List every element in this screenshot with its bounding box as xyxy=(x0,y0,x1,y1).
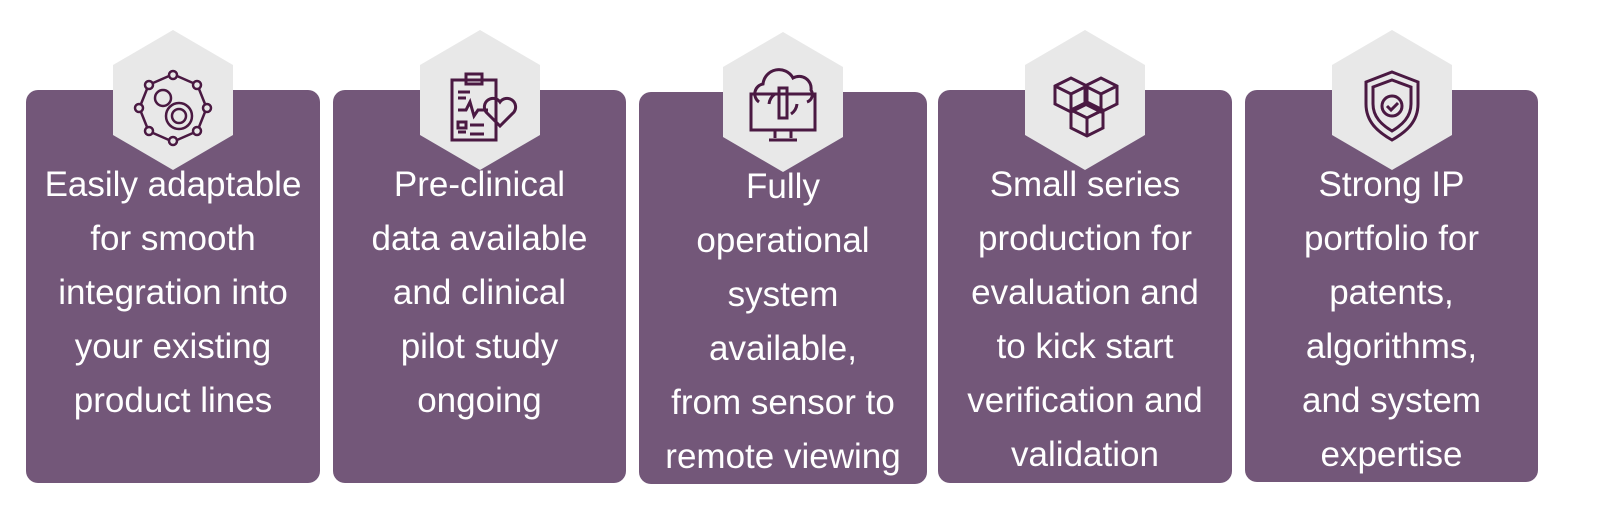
feature-text: Small series production for evaluation a… xyxy=(967,165,1203,474)
feature-card-operational: Fully operational system available, from… xyxy=(639,32,927,484)
feature-text: Pre-clinical data available and clinical… xyxy=(371,165,588,420)
cloud-monitor-sync-icon xyxy=(723,32,843,172)
feature-text: Strong IP portfolio for patents, algorit… xyxy=(1302,165,1481,474)
shield-check-icon xyxy=(1331,30,1452,170)
feature-text: Easily adaptable for smooth integration … xyxy=(44,165,302,420)
feature-card-clinical: Pre-clinical data available and clinical… xyxy=(333,30,626,483)
feature-card-production: Small series production for evaluation a… xyxy=(938,30,1232,483)
feature-card-ip-portfolio: Strong IP portfolio for patents, algorit… xyxy=(1245,30,1538,482)
boxes-icon xyxy=(1025,30,1145,170)
feature-text: Fully operational system available, from… xyxy=(665,167,901,476)
clipboard-heart-icon xyxy=(419,30,540,170)
network-gears-thumbs-up-icon xyxy=(113,30,233,170)
feature-card-adaptable: Easily adaptable for smooth integration … xyxy=(26,30,320,483)
